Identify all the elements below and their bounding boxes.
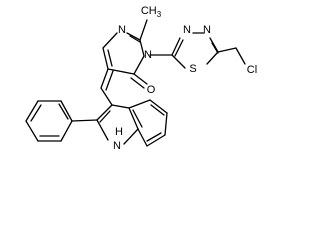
methyl-subscript: 3 [157, 10, 162, 19]
indole-benzene-ring [128, 99, 168, 147]
indole-h-label: H [115, 126, 123, 138]
thiadiazole-n-a-label: N [183, 24, 191, 36]
imidazolone-n-right-label: N [144, 49, 152, 61]
thiadiazole-n-b-label: N [203, 24, 211, 36]
thiadiazole-s-label: S [189, 63, 196, 75]
thiadiazole-ring [171, 32, 219, 69]
indole-pyrrole-ring [96, 104, 139, 145]
methyl-bond [139, 19, 148, 41]
methyl-ch-text: CH [141, 5, 157, 17]
indole-n-label: N [113, 140, 121, 152]
phenyl-ring [25, 100, 98, 142]
methylidene-bridge [100, 68, 114, 106]
methyl-label: CH3 [141, 5, 162, 19]
carbonyl-o-label: O [147, 84, 156, 96]
imidazolone-ring [102, 32, 145, 75]
chloromethyl-group [217, 47, 246, 65]
carbonyl-double-bond [130, 73, 148, 89]
chloro-label: Cl [247, 64, 257, 76]
molecule-structure: CH3 N N O N N S Cl H N [25, 5, 257, 152]
imidazolone-n-top-label: N [118, 24, 126, 36]
